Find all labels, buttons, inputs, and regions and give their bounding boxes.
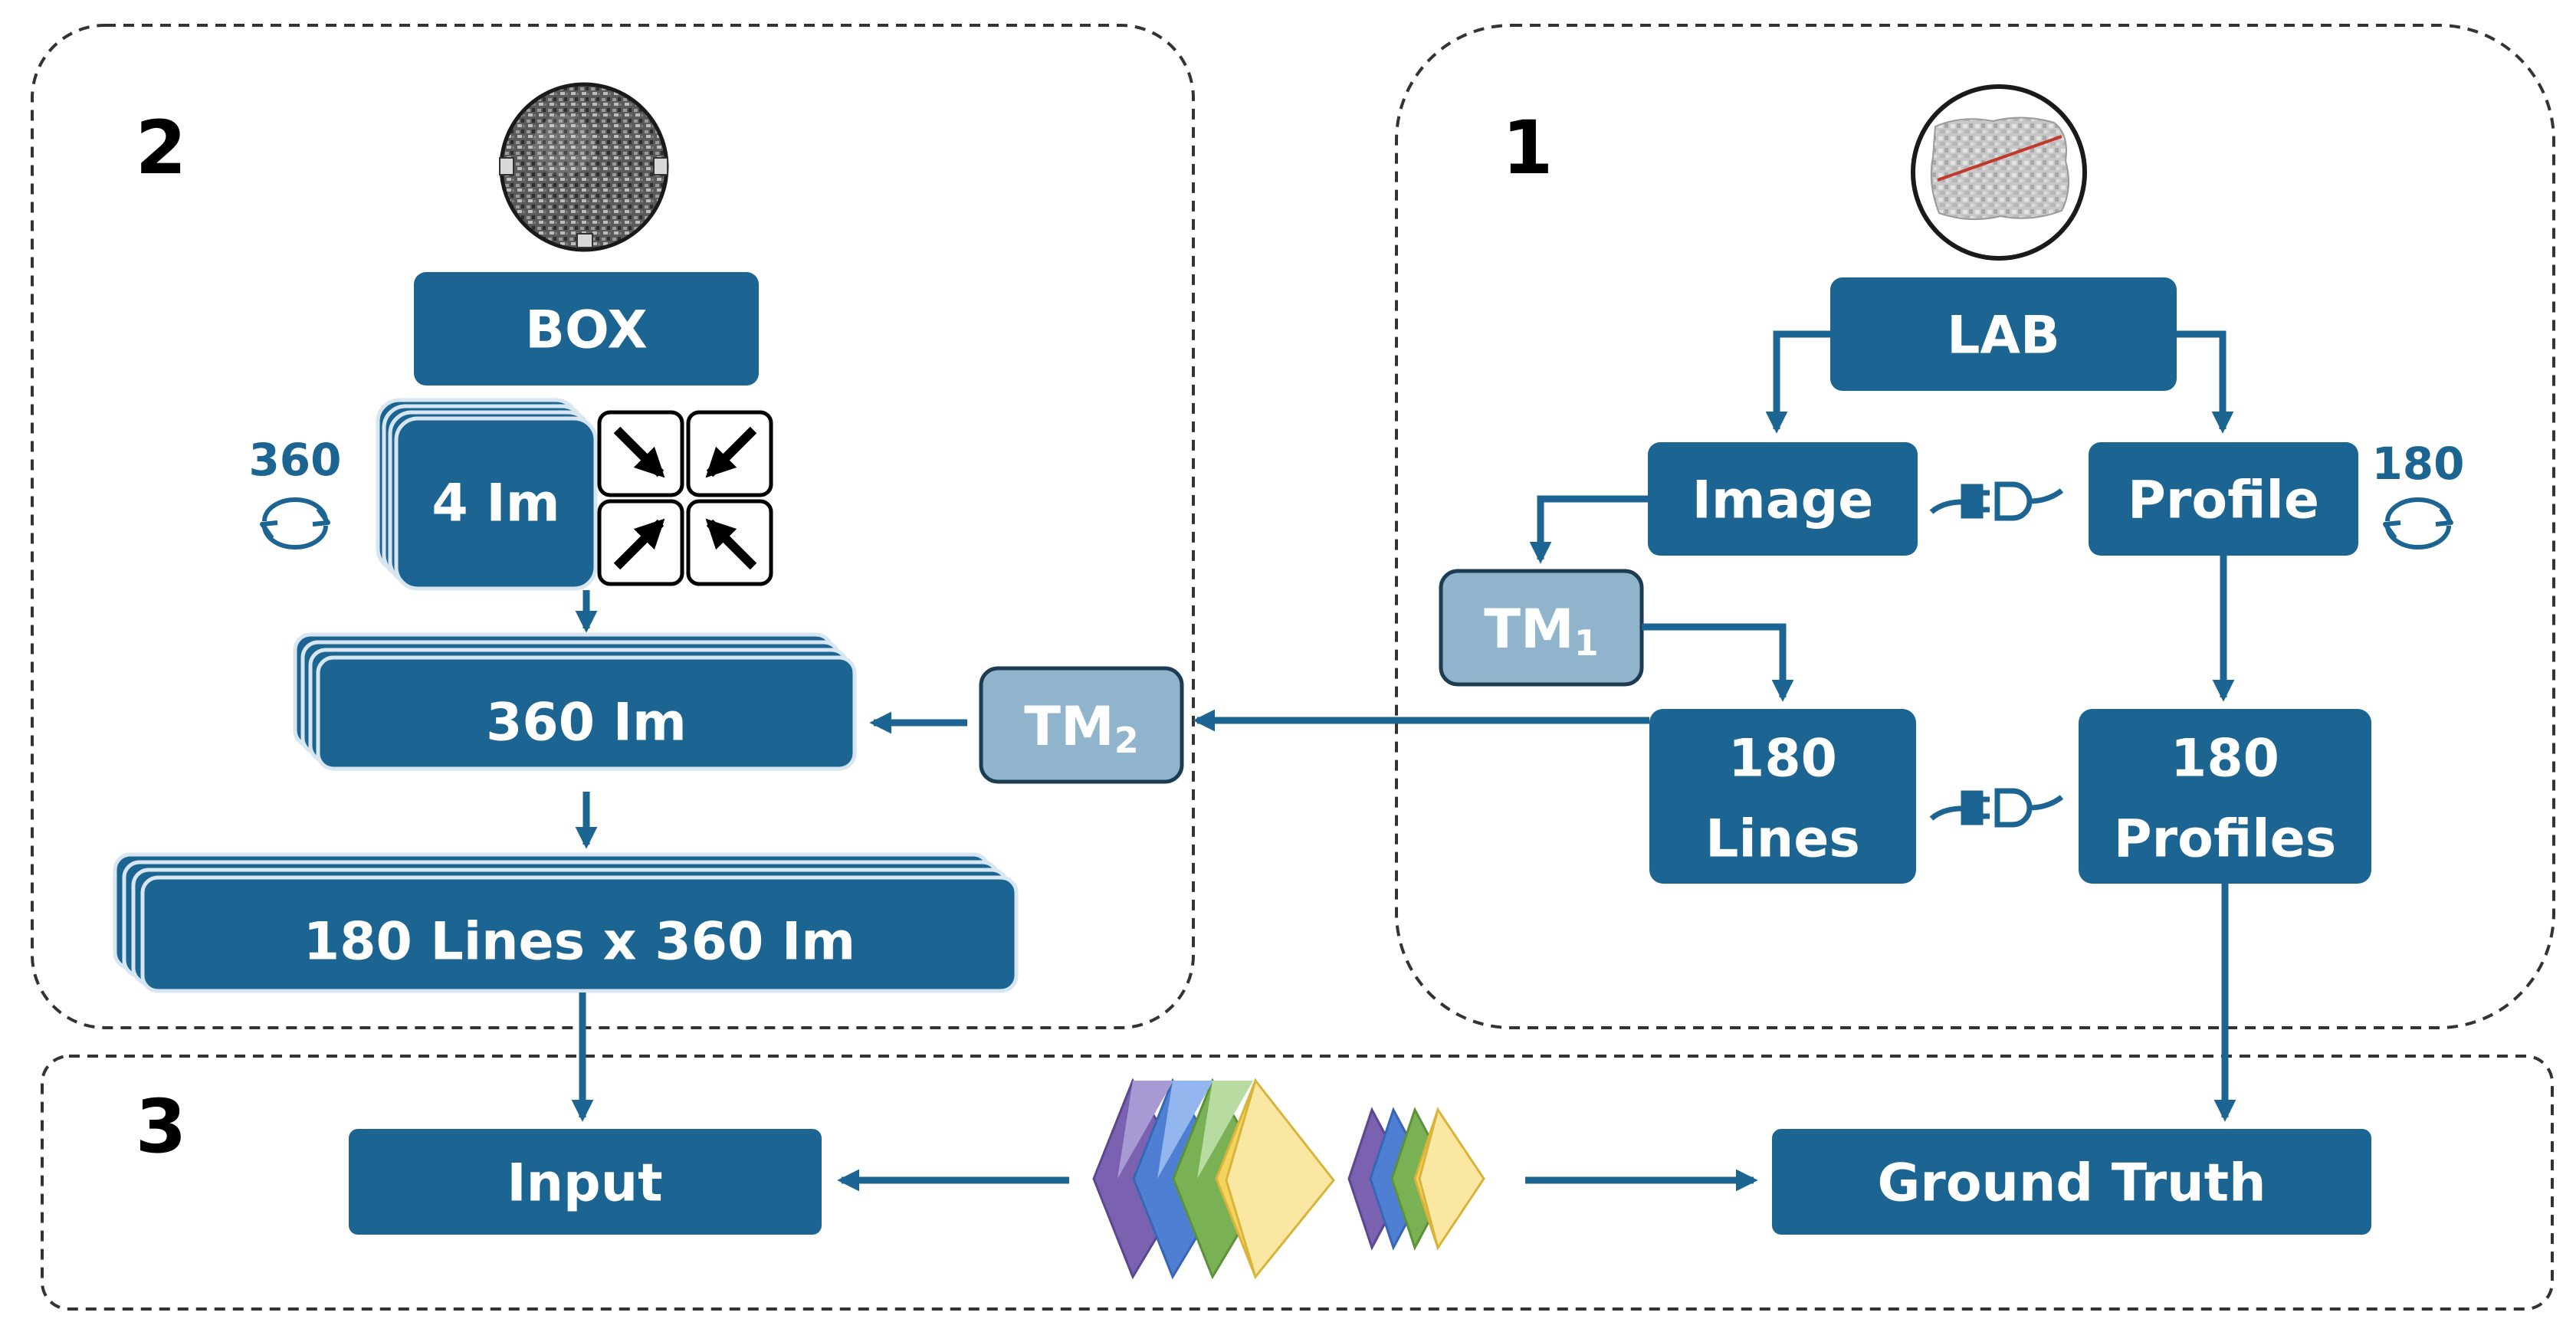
box-label: BOX: [525, 300, 648, 361]
lines180-label-text: Lines: [1705, 809, 1860, 870]
neural-network-layers-icon: [1092, 1078, 1485, 1280]
box-node: [414, 272, 759, 385]
profiles180-node: [2079, 709, 2371, 884]
lab-node: [1830, 277, 2177, 391]
four-images-stack: [376, 398, 598, 591]
profiles180-label-number: 180: [2171, 729, 2279, 789]
lines180-label-number: 180: [1728, 729, 1837, 789]
lines-x-im-stack: [113, 852, 1019, 993]
profiles180-label-text: Profiles: [2114, 809, 2336, 870]
input-label: Input: [507, 1153, 662, 1214]
lines-x-im-label: 180 Lines x 360 Im: [304, 912, 855, 973]
rotate-icon-left: [260, 497, 330, 550]
arrow-lab-to-profile: [2177, 330, 2234, 434]
ground-truth-node: [1772, 1129, 2371, 1235]
tm1-label: TM1: [1484, 598, 1598, 664]
region-1-number: 1: [1502, 105, 1554, 191]
surface-scan-image: [1911, 84, 2087, 261]
profile-label: Profile: [2128, 471, 2319, 531]
input-node: [349, 1129, 822, 1235]
lab-label: LAB: [1947, 306, 2060, 366]
arrow-tm1-to-lines: [1642, 623, 1794, 702]
rotation-360-label: 360: [248, 434, 341, 486]
region-2-number: 2: [136, 105, 187, 191]
arrow-lab-to-image: [1765, 330, 1830, 434]
image-label: Image: [1692, 471, 1874, 531]
tm2-label: TM2: [1024, 695, 1138, 761]
rotation-180-label: 180: [2371, 438, 2464, 490]
region-1-frame: [1395, 24, 2555, 1029]
region-3-frame: [41, 1055, 2554, 1311]
region-3-number: 3: [136, 1084, 187, 1170]
lines180-node: [1649, 709, 1916, 884]
im360-label: 360 Im: [486, 693, 687, 753]
circular-sample-image: [499, 82, 669, 252]
plug-connector-icon-top: [1929, 481, 2064, 521]
rotate-icon-right: [2383, 497, 2453, 550]
plug-connector-icon-middle: [1929, 788, 2064, 828]
im360-stack: [293, 632, 857, 771]
image-node: [1648, 442, 1918, 556]
ground-truth-label: Ground Truth: [1877, 1153, 2266, 1214]
arrow-image-to-tm1: [1529, 495, 1648, 564]
tm2-node: [979, 666, 1184, 784]
profile-node: [2089, 442, 2358, 556]
compress-arrows-icon: [597, 410, 773, 586]
four-images-label: 4 Im: [432, 474, 560, 534]
